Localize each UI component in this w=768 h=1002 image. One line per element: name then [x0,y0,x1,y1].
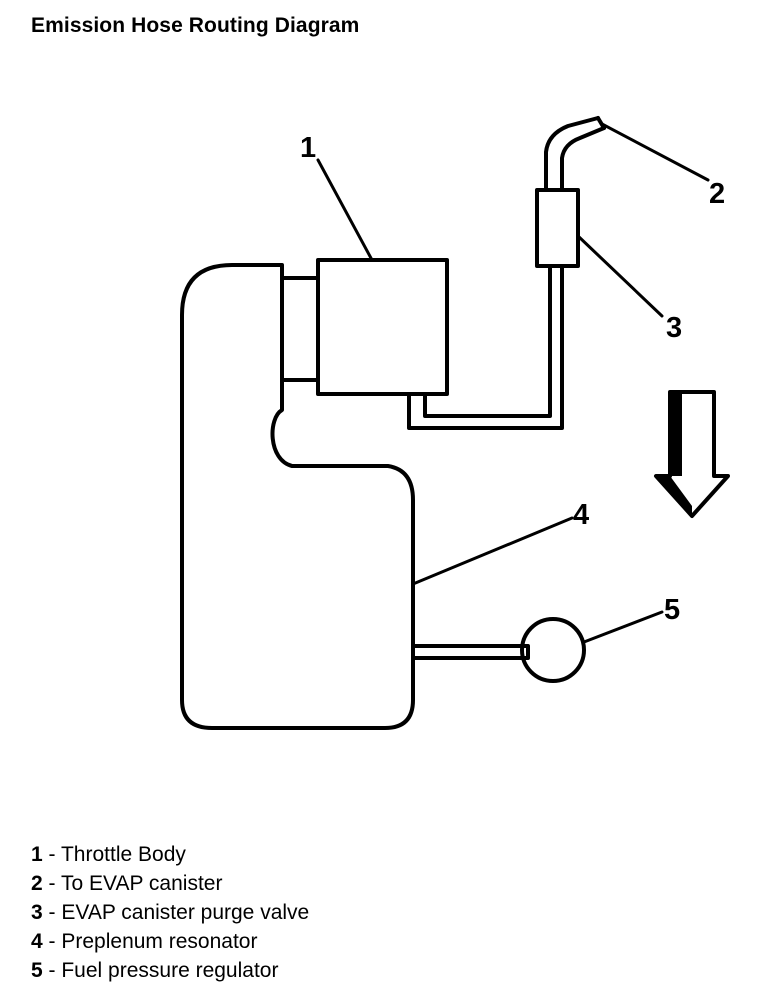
leader-line-1 [316,158,374,262]
legend-separator: - [42,843,61,866]
legend-separator: - [42,872,61,895]
legend-number: 4 [31,930,43,953]
legend-item: 3 - EVAP canister purge valve [31,898,309,927]
direction-arrow-tip-shade [656,476,692,516]
leader-line-2 [600,122,710,182]
callout-5: 5 [664,594,680,626]
fuel-pressure-regulator [520,617,586,683]
preplenum-resonator [180,263,415,730]
legend-number: 2 [31,872,43,895]
diagram-title: Emission Hose Routing Diagram [31,14,360,37]
callout-2: 2 [709,178,725,210]
leader-line-4 [411,516,574,586]
legend-separator: - [42,901,62,924]
throttle-body [316,258,449,396]
direction-arrow-shade [670,392,682,476]
legend-label: Preplenum resonator [61,930,258,953]
legend-label: Throttle Body [60,843,186,866]
purge-hose-lower-inner [423,264,552,418]
callout-4: 4 [573,499,589,531]
legend-item: 4 - Preplenum resonator [31,927,309,956]
intake-connector [280,276,320,382]
legend-number: 1 [31,843,43,866]
legend-number: 3 [31,901,43,924]
legend-item: 1 - Throttle Body [31,840,309,869]
legend-label: Fuel pressure regulator [61,959,279,982]
legend-number: 5 [31,959,43,982]
legend-label: EVAP canister purge valve [61,901,310,924]
fpr-hose [411,644,530,660]
purge-hose-lower-outer [407,264,564,430]
leader-line-5 [582,610,664,644]
legend-separator: - [42,930,62,953]
evap-hose-outer [544,116,600,192]
callout-1: 1 [300,132,316,164]
legend-list: 1 - Throttle Body 2 - To EVAP canister 3… [31,840,309,985]
leader-line-3 [576,234,664,318]
legend-item: 5 - Fuel pressure regulator [31,956,309,985]
evap-hose-inner [560,126,606,192]
evap-purge-valve [535,188,580,268]
direction-arrow-icon [654,390,730,518]
callout-3: 3 [666,312,682,344]
legend-label: To EVAP canister [60,872,223,895]
legend-item: 2 - To EVAP canister [31,869,309,898]
legend-separator: - [42,959,62,982]
